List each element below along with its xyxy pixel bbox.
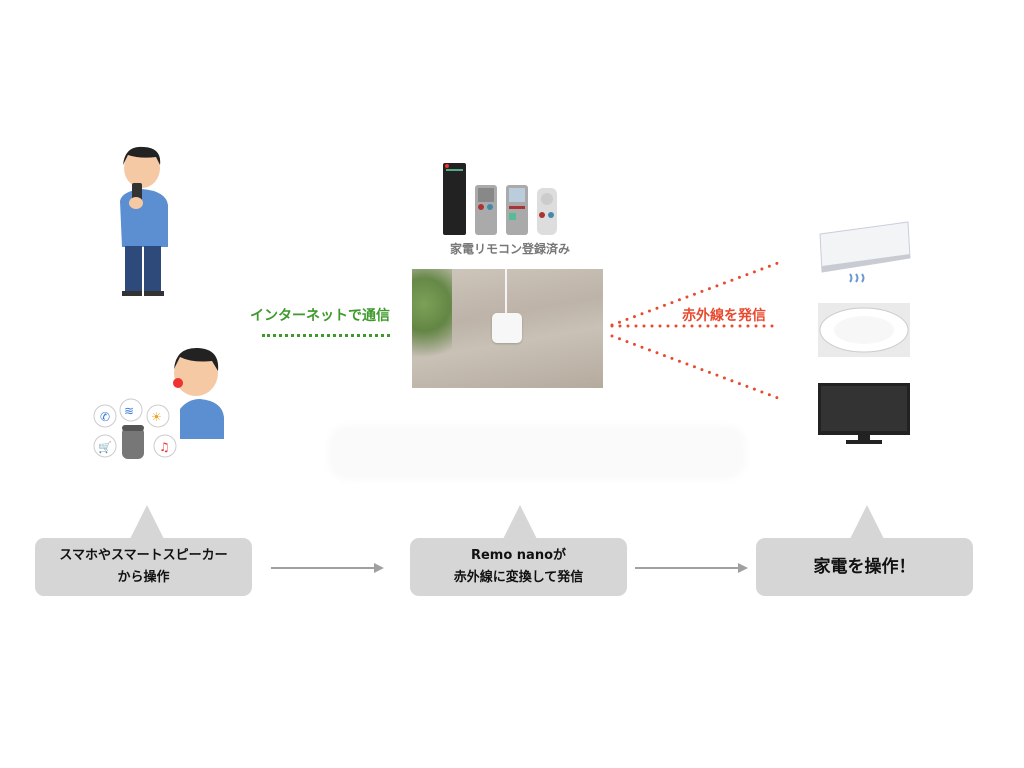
step-1-pointer — [130, 505, 164, 539]
svg-text:🛒: 🛒 — [98, 441, 112, 454]
faded-watermark — [328, 425, 746, 480]
remote-controls-icon — [443, 163, 557, 235]
svg-text:♫: ♫ — [159, 440, 170, 454]
step-1-bubble: スマホやスマートスピーカー から操作 — [35, 538, 252, 596]
arrow-step-1-to-2 — [271, 563, 384, 573]
svg-text:☀: ☀ — [151, 410, 162, 424]
internet-dotted-line — [262, 334, 390, 337]
ceiling-light-icon — [818, 303, 910, 357]
svg-text:✆: ✆ — [100, 410, 110, 424]
step-3-bubble: 家電を操作！ — [756, 538, 973, 596]
air-conditioner-icon — [819, 221, 911, 283]
step-2-line2: 赤外線に変換して発信 — [453, 570, 584, 585]
infrared-dotted-lines — [610, 261, 780, 400]
remo-nano-device-photo — [412, 269, 603, 388]
step-1-line1: スマホやスマートスピーカー — [59, 548, 228, 563]
arrow-step-2-to-3 — [635, 563, 748, 573]
person-smart-speaker-icon: ✆ ≋ ☀ 🛒 ♫ — [93, 347, 224, 459]
remote-registered-label: 家電リモコン登録済み — [449, 242, 570, 256]
person-smartphone-icon — [120, 146, 168, 296]
step-3-line1: 家電を操作！ — [813, 557, 916, 577]
step-2-pointer — [503, 505, 537, 539]
internet-label: インターネットで通信 — [250, 308, 390, 324]
step-3-pointer — [850, 505, 884, 539]
step-2-line1: Remo nanoが — [470, 548, 567, 563]
svg-text:≋: ≋ — [124, 404, 134, 418]
step-1-line2: から操作 — [117, 570, 170, 585]
step-2-bubble: Remo nanoが 赤外線に変換して発信 — [410, 538, 627, 596]
infrared-label: 赤外線を発信 — [682, 308, 766, 324]
tv-icon — [818, 383, 910, 444]
